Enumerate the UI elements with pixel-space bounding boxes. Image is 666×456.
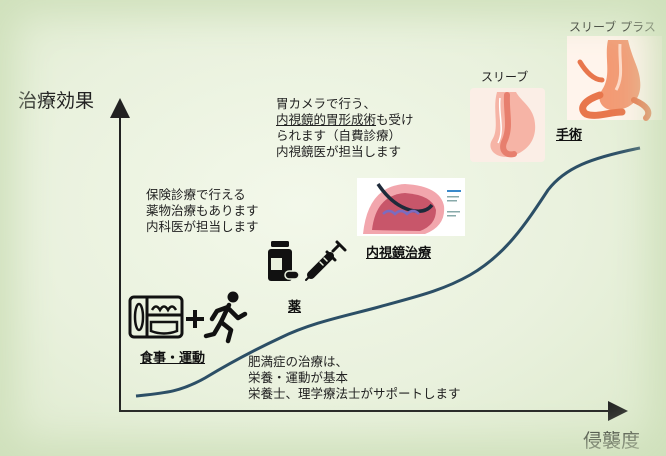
note-drug: 保険診療で行える 薬物治療もあります 内科医が担当します	[146, 187, 259, 235]
note-endoscopy-line-3: られます（自費診療）	[276, 128, 402, 143]
running-person-icon	[203, 291, 248, 344]
note-endoscopy-line-2: 内視鏡的胃形成術も受け	[276, 112, 414, 128]
stage-label-drug: 薬	[288, 300, 302, 315]
note-diet-line-3: 栄養士、理学療法士がサポートします	[248, 386, 461, 401]
note-drug-line-3: 内科医が担当します	[146, 219, 259, 234]
note-endoscopy-line-1: 胃カメラで行う、	[276, 96, 377, 111]
y-axis-label: 治療効果	[18, 90, 95, 112]
endoscopic-sleeve-gastroplasty-term: 内視鏡的胃形成術	[276, 112, 377, 127]
stage-label-endoscopy: 内視鏡治療	[366, 246, 432, 261]
note-endoscopy-line-4: 内視鏡医が担当します	[276, 144, 402, 159]
note-drug-line-2: 薬物治療もあります	[146, 203, 259, 218]
note-diet-line-2: 栄養・運動が基本	[248, 370, 349, 385]
note-endoscopy-line-2-rest: も受け	[376, 112, 414, 127]
endoscopy-illustration	[357, 178, 465, 236]
food-tray-icon	[128, 295, 184, 339]
stage-label-diet: 食事・運動	[140, 351, 206, 366]
note-endoscopy: 胃カメラで行う、 内視鏡的胃形成術も受け られます（自費診療） 内視鏡医が担当し…	[276, 96, 414, 160]
sleeve-label: スリーブ	[481, 70, 529, 84]
sleeve-stomach-icon	[470, 88, 545, 162]
syringe-icon	[305, 240, 347, 281]
stage-label-surgery: 手術	[556, 128, 583, 143]
sleeve-plus-label: スリーブ プラス	[569, 20, 656, 34]
plus-icon	[186, 310, 204, 328]
pill-bottle-icon	[268, 241, 300, 281]
note-drug-line-1: 保険診療で行える	[146, 187, 246, 202]
note-diet-line-1: 肥満症の治療は、	[248, 354, 349, 369]
note-diet: 肥満症の治療は、 栄養・運動が基本 栄養士、理学療法士がサポートします	[248, 354, 461, 402]
sleeve-plus-stomach-icon	[567, 36, 662, 121]
treatment-effect-curve	[135, 146, 641, 398]
x-axis-label: 侵襲度	[583, 430, 641, 452]
